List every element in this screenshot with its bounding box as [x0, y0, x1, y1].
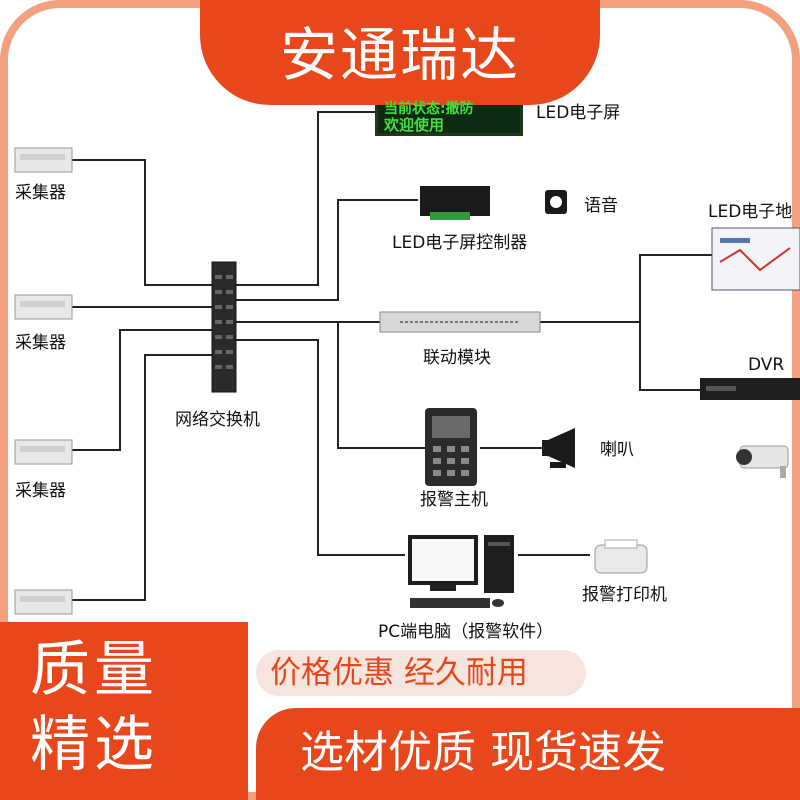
connection-lines [72, 111, 712, 601]
horn-icon [542, 428, 575, 468]
label-led-map: LED电子地 [708, 202, 793, 222]
label-horn: 喇叭 [600, 440, 634, 460]
promo-bar-2 [256, 708, 800, 800]
label-voice: 语音 [584, 196, 618, 216]
collector-device-3 [14, 439, 73, 465]
quality-badge-line2: 精选 [30, 710, 158, 780]
promo-text-1: 价格优惠 经久耐用 [270, 655, 528, 691]
label-alarm-host: 报警主机 [420, 490, 488, 510]
alarm-host-device [425, 408, 477, 486]
printer-device [594, 539, 648, 574]
promo-bar-1 [256, 650, 586, 696]
pc-device [408, 535, 514, 608]
dvr-device [700, 378, 800, 400]
label-alarm-printer: 报警打印机 [582, 585, 667, 605]
brand-title: 安通瑞达 [279, 21, 520, 89]
collector-device-4 [14, 589, 73, 615]
brand-banner [200, 0, 600, 105]
label-collector-2: 采集器 [15, 333, 66, 353]
linkage-module-device [379, 311, 541, 333]
quality-badge-line1: 质量 [30, 635, 158, 705]
label-led-screen: LED电子屏 [536, 103, 621, 123]
led-screen-line2: 欢迎使用 [384, 116, 445, 134]
label-dvr: DVR [748, 355, 785, 375]
camera-icon [736, 445, 789, 478]
promo-text-2: 选材优质 现货速发 [300, 727, 666, 778]
quality-badge [0, 622, 248, 800]
speaker-icon [545, 190, 567, 214]
led-screen-line1: 当前状态:撤防 [384, 101, 474, 117]
led-screen-device [375, 100, 523, 136]
label-network-switch: 网络交换机 [175, 410, 260, 430]
label-linkage-module: 联动模块 [423, 348, 491, 368]
led-map-device [711, 227, 800, 291]
label-led-controller: LED电子屏控制器 [392, 233, 528, 253]
label-pc-software: PC端电脑（报警软件） [378, 622, 554, 642]
label-collector-3: 采集器 [15, 481, 66, 501]
led-controller-device [420, 186, 490, 220]
network-switch-device [211, 261, 237, 393]
label-collector-1: 采集器 [15, 183, 66, 203]
collector-device-1 [14, 147, 73, 173]
collector-device-2 [14, 294, 73, 320]
